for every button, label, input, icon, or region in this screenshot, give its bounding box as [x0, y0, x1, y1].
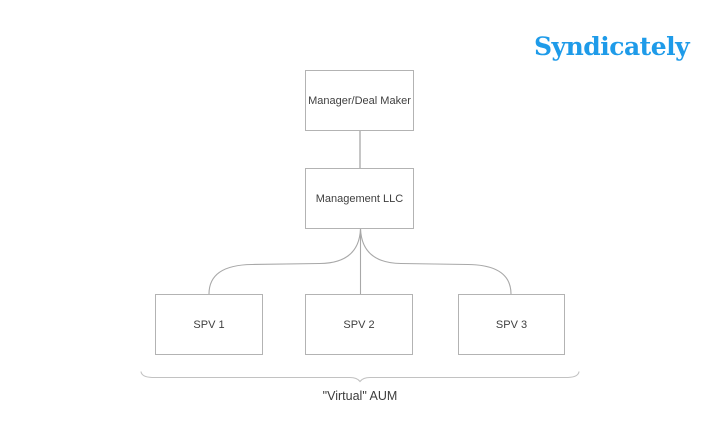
node-spv-1: SPV 1 [155, 294, 263, 355]
edge-management-spv3 [359, 228, 512, 295]
node-manager-deal-maker: Manager/Deal Maker [305, 70, 414, 131]
node-spv-2: SPV 2 [305, 294, 413, 355]
node-management-llc: Management LLC [305, 168, 414, 229]
virtual-aum-brace [140, 371, 580, 383]
syndicately-logo: Syndicately [534, 32, 690, 61]
edge-management-spv1 [208, 228, 362, 295]
virtual-aum-caption: "Virtual" AUM [322, 389, 398, 403]
node-spv-3: SPV 3 [458, 294, 565, 355]
